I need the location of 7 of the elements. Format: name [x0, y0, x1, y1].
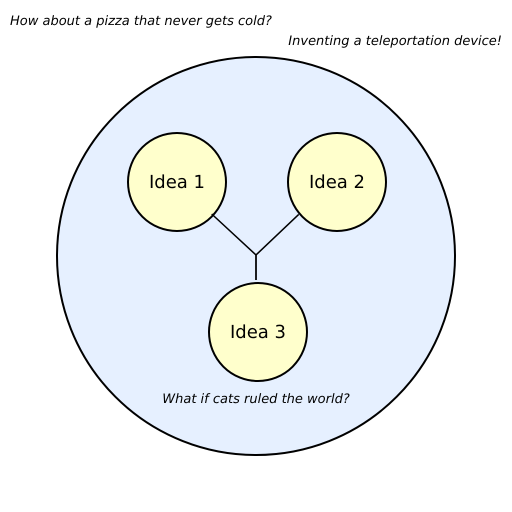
idea-label: Idea 3: [228, 322, 287, 343]
note-text: Inventing a teleportation device!: [288, 34, 502, 49]
note-text: How about a pizza that never gets cold?: [10, 14, 272, 29]
idea-label: Idea 2: [308, 172, 366, 193]
note-text: What if cats ruled the world?: [162, 392, 350, 407]
connector-line: [255, 214, 300, 280]
idea-label: Idea 1: [148, 172, 206, 193]
